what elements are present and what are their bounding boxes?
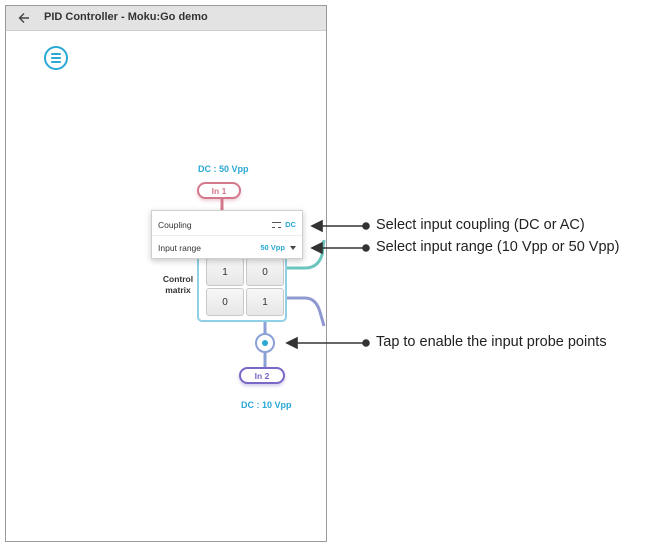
- matrix-cell-1-1[interactable]: 1: [206, 258, 244, 286]
- back-arrow-icon[interactable]: [16, 10, 32, 26]
- input-range-row[interactable]: Input range 50 Vpp: [158, 240, 296, 256]
- coupling-row[interactable]: Coupling DC: [158, 217, 296, 233]
- input-settings-popup: Coupling DC Input range 50 Vpp: [151, 210, 303, 259]
- hamburger-menu-icon[interactable]: [44, 46, 68, 70]
- matrix-cell-1-2[interactable]: 0: [246, 258, 284, 286]
- control-matrix-label: Control matrix: [162, 274, 194, 295]
- title-bar: PID Controller - Moku:Go demo: [6, 6, 326, 31]
- input2-setting: DC : 10 Vpp: [241, 400, 292, 410]
- probe-dot-icon: [262, 340, 268, 346]
- chevron-down-icon: [290, 246, 296, 251]
- coupling-label: Coupling: [158, 220, 192, 230]
- callout-probe: Tap to enable the input probe points: [376, 334, 607, 350]
- matrix-cell-2-2[interactable]: 1: [246, 288, 284, 316]
- control-matrix: 1 0 0 1: [197, 252, 287, 322]
- input1-setting: DC : 50 Vpp: [198, 164, 249, 174]
- matrix-cell-2-1[interactable]: 0: [206, 288, 244, 316]
- input-range-label: Input range: [158, 243, 202, 253]
- coupling-icon: [272, 222, 282, 229]
- probe-point-button[interactable]: [255, 333, 275, 353]
- input-range-dropdown[interactable]: 50 Vpp: [260, 243, 296, 252]
- input2-pill[interactable]: In 2: [239, 367, 285, 384]
- callout-range: Select input range (10 Vpp or 50 Vpp): [376, 239, 620, 255]
- coupling-value[interactable]: DC: [272, 220, 296, 229]
- window-title: PID Controller - Moku:Go demo: [44, 11, 208, 23]
- input1-pill[interactable]: In 1: [197, 182, 241, 199]
- callout-coupling: Select input coupling (DC or AC): [376, 217, 585, 233]
